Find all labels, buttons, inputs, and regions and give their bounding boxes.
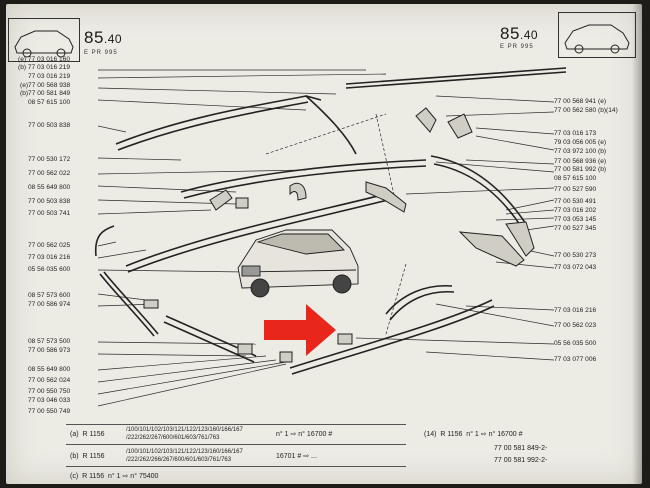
part-label-left: 08 55 649 800 [28,184,71,191]
part-label-right: 77 00 530 273 [554,252,597,259]
table-cell: /100/101/102/103/121/122/123/160/166/167 [126,427,243,433]
car-thumbnail-left-icon [14,30,74,58]
part-label-left: 77 00 562 025 [28,242,71,249]
part-label-left: 77 00 562 022 [28,170,71,177]
table-row: (14) R 1156 n° 1 ⇨ n° 16700 # [424,431,523,438]
part-label-right: 79 03 056 005 (e) [554,139,607,146]
part-label-left: (b)77 00 581 849 [20,90,71,97]
part-label-right: 05 56 035 500 [554,340,597,347]
part-label-right: 77 03 016 202 [554,207,597,214]
part-label-right: 77 00 581 992 (b) [554,166,607,173]
part-label-left: 08 57 573 500 [28,338,71,345]
part-label-right: 77 03 016 173 [554,130,597,137]
part-label-left: 77 03 016 216 [28,254,71,261]
table-row: (a) R 1156 [70,431,105,438]
page-sub-left: E PR 995 [84,50,118,56]
part-label-left: 77 00 550 750 [28,388,71,395]
part-label-left: (e) 77 03 016 160 [18,56,71,63]
part-label-right: 77 00 562 023 [554,322,597,329]
table-row: 77 00 581 849-2- [494,445,548,452]
table-row: (c) R 1156 n° 1 ⇨ n° 75400 [70,473,159,480]
table-row: 77 00 581 992-2- [494,457,548,464]
part-label-right: 77 03 016 216 [554,307,597,314]
catalog-page: 85.40 E PR 995 85.40 E PR 995 [6,4,642,484]
part-label-right: 77 00 530 491 [554,198,597,205]
page-number-left: 85.40 [84,28,123,47]
table-cell: /222/262/266/267/600/601/603/761/763 [126,457,232,463]
part-label-right: 77 03 053 145 [554,216,597,223]
red-arrow-icon [264,304,336,356]
car-thumbnail-left [8,18,80,62]
part-label-right: 77 03 077 006 [554,356,597,363]
part-label-left: 77 00 550 749 [28,408,71,415]
table-cell: /100/101/102/103/121/122/123/160/166/167 [126,449,243,455]
part-label-right: 77 00 527 590 [554,186,597,193]
part-label-left: (b) 77 03 016 219 [18,64,71,71]
page-number-right: 85.40 [500,24,539,43]
part-label-left: 77 00 503 838 [28,122,71,129]
part-label-left: 08 55 649 800 [28,366,71,373]
part-label-right: 77 00 568 936 (e) [554,158,607,165]
part-label-left: 05 56 035 600 [28,266,71,273]
part-label-left: 77 00 503 741 [28,210,71,217]
part-label-right: 77 03 972 100 (b) [554,148,607,155]
table-cell: n° 1 ⇨ n° 16700 # [276,431,333,438]
car-thumbnail-right-icon [564,24,630,54]
part-label-right: 77 00 568 941 (e) [554,98,607,105]
part-label-left: (e)77 00 568 938 [20,82,71,89]
part-label-left: 77 00 586 974 [28,301,71,308]
part-label-right: 77 00 562 580 (b)(14) [554,107,618,114]
part-label-right: 77 00 527 345 [554,225,597,232]
part-label-right: 08 57 615 100 [554,175,597,182]
part-label-left: 77 00 530 172 [28,156,71,163]
part-label-left: 08 57 573 600 [28,292,71,299]
part-label-left: 77 00 586 973 [28,347,71,354]
part-label-left: 77 03 016 219 [28,73,71,80]
table-cell: 16701 # ⇨ ... [276,453,317,460]
table-cell: /222/262/267/600/601/603/761/763 [126,435,220,441]
part-label-left: 77 00 503 838 [28,198,71,205]
part-label-left: 77 03 046 033 [28,397,71,404]
table-row: (b) R 1156 [70,453,105,460]
page-sub-right: E PR 995 [500,44,534,50]
exploded-parts-drawing [94,67,567,407]
part-label-left: 77 00 562 024 [28,377,71,384]
part-label-right: 77 03 072 043 [554,264,597,271]
part-label-left: 08 57 615 100 [28,99,71,106]
